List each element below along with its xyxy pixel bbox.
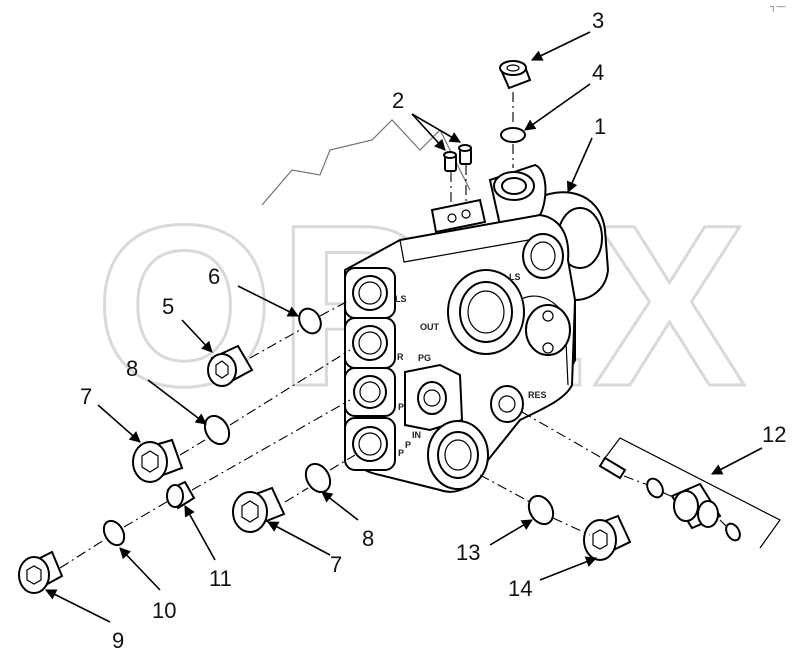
callout-7: 7	[80, 384, 92, 409]
o-ring-part-10	[102, 519, 126, 547]
callout-10: 10	[152, 598, 176, 623]
callout-8-lower: 8	[362, 526, 374, 551]
o-ring-part-13	[527, 494, 555, 526]
port-label: OUT	[420, 322, 440, 332]
o-ring-part-8	[203, 414, 231, 446]
port-label: LS	[509, 272, 521, 282]
plug-part-9	[18, 550, 64, 594]
callout-9: 9	[112, 628, 124, 653]
port-label: P	[398, 448, 404, 458]
corner-mark: ┐—	[770, 1, 785, 12]
plug-part-3	[499, 60, 532, 90]
port-label: P	[405, 440, 411, 450]
assembly-part-12	[598, 456, 741, 542]
valve-body: LS LS OUT R PG P P IN RES P	[344, 163, 610, 493]
plug-part-7-lower	[232, 486, 286, 533]
callout-4: 4	[592, 60, 604, 85]
callout-1: 1	[594, 114, 606, 139]
port-label: RES	[528, 390, 547, 400]
callout-14: 14	[508, 576, 532, 601]
centerlines	[59, 92, 729, 569]
plug-part-14	[583, 514, 632, 561]
leader-lines	[44, 31, 781, 623]
o-ring-part-4	[500, 127, 526, 143]
fittings-part-2	[443, 144, 472, 172]
o-ring-part-8-lower	[304, 462, 332, 494]
callout-11: 11	[209, 566, 232, 591]
callout-2: 2	[392, 88, 404, 113]
left-ports	[344, 267, 396, 471]
callout-3: 3	[592, 8, 604, 33]
plug-part-7	[132, 438, 184, 483]
plug-part-5	[207, 344, 254, 387]
port-label: R	[397, 352, 404, 362]
callout-13: 13	[456, 540, 480, 565]
o-ring-part-6	[298, 307, 322, 335]
callout-8: 8	[126, 356, 138, 381]
callout-12: 12	[762, 422, 786, 447]
port-label: PG	[418, 353, 431, 363]
o-ring-a	[646, 477, 664, 499]
callouts: 3 4 1 2 6 5 8 7 11 8 7 10 9 13 14 12	[80, 8, 786, 653]
o-ring-b	[725, 522, 741, 542]
callout-6: 6	[208, 264, 220, 289]
callout-7-lower: 7	[330, 552, 342, 577]
callout-5: 5	[162, 294, 174, 319]
port-label: P	[398, 402, 404, 412]
port-label: LS	[395, 294, 407, 304]
fitting-part-11	[166, 480, 196, 510]
port-label: IN	[412, 430, 421, 440]
